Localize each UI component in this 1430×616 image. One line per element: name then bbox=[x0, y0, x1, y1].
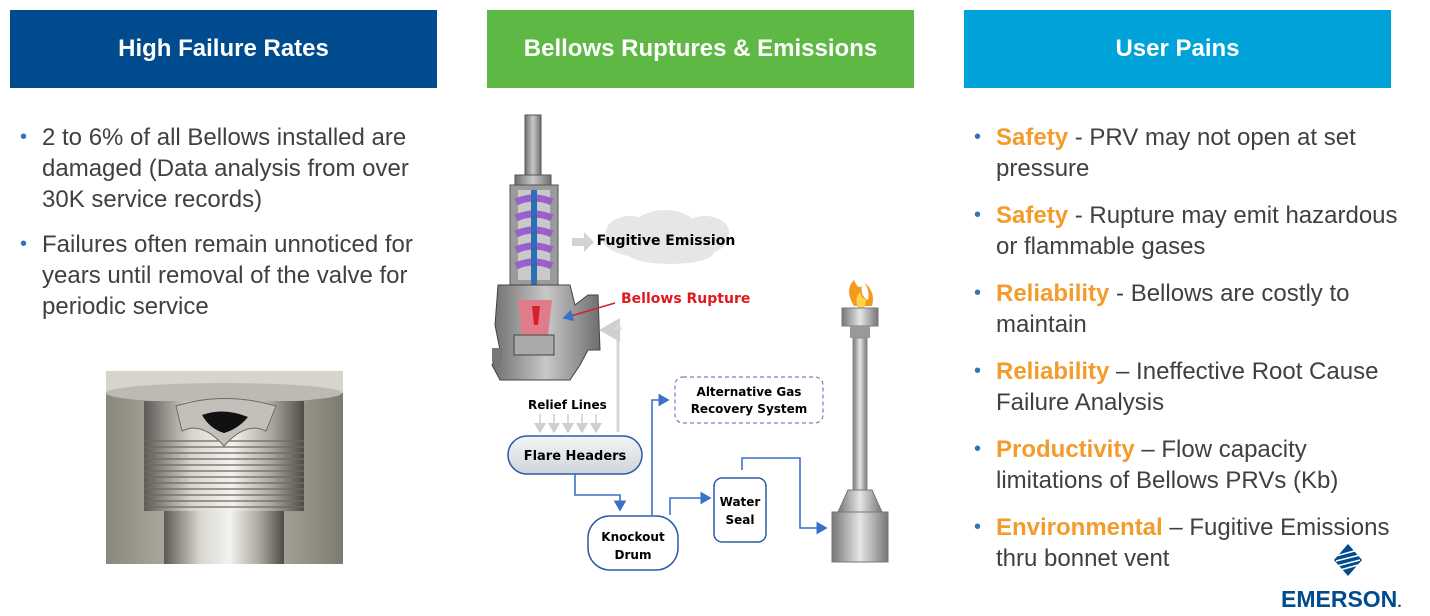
pain-keyword: Safety bbox=[996, 202, 1069, 229]
header-middle-label: Bellows Ruptures & Emissions bbox=[523, 35, 878, 62]
emerson-wordmark-text: EMERSON bbox=[1281, 586, 1397, 612]
bullet-icon: • bbox=[974, 516, 982, 538]
pain-keyword: Reliability bbox=[996, 358, 1110, 385]
pain-text: – Ineffective Root Cause Failure Analysi… bbox=[996, 358, 1379, 416]
header-left-label: High Failure Rates bbox=[118, 35, 329, 62]
bullet-icon: • bbox=[974, 360, 982, 382]
pain-text: – Fugitive Emissions thru bonnet vent bbox=[996, 514, 1390, 572]
flare-headers-label: Flare Headers bbox=[524, 449, 627, 464]
list-item: • Safety - PRV may not open at set pressu… bbox=[968, 122, 1398, 184]
list-item: • Productivity – Flow capacity limitation… bbox=[968, 434, 1398, 496]
emerson-wordmark: EMERSON. bbox=[1281, 586, 1402, 612]
water-seal-label-line2: Seal bbox=[726, 513, 755, 527]
knockout-label-line2: Drum bbox=[615, 548, 652, 562]
header-user-pains: User Pains bbox=[964, 10, 1391, 88]
bullet-icon: • bbox=[20, 126, 28, 148]
header-bellows-ruptures: Bellows Ruptures & Emissions bbox=[487, 10, 914, 88]
list-item: • Safety - Rupture may emit hazardous or … bbox=[968, 200, 1398, 262]
emerson-logo: EMERSON. bbox=[1281, 544, 1402, 612]
bullet-icon: • bbox=[974, 204, 982, 226]
pain-keyword: Environmental bbox=[996, 514, 1163, 541]
fugitive-emission-label: Fugitive Emission bbox=[597, 233, 736, 249]
flare-stack-illustration bbox=[831, 280, 889, 563]
knockout-drum-shape bbox=[587, 515, 679, 571]
alt-gas-label-line2: Recovery System bbox=[691, 402, 808, 416]
pain-keyword: Productivity bbox=[996, 436, 1135, 463]
alternative-gas-recovery-box bbox=[674, 376, 824, 424]
list-item: • Reliability - Bellows are costly to mai… bbox=[968, 278, 1398, 340]
pain-keyword: Reliability bbox=[996, 280, 1110, 307]
fugitive-emission-cloud bbox=[603, 210, 729, 264]
list-item: • Environmental – Fugitive Emissions thru… bbox=[968, 512, 1398, 574]
pain-text: - Rupture may emit hazardous or flammabl… bbox=[996, 202, 1398, 260]
bullet-icon: • bbox=[974, 126, 982, 148]
bullet-icon: • bbox=[974, 438, 982, 460]
list-item: • Reliability – Ineffective Root Cause Fa… bbox=[968, 356, 1398, 418]
bullet-icon: • bbox=[20, 233, 28, 255]
failure-bullet-list: • 2 to 6% of all Bellows installed are da… bbox=[14, 122, 434, 322]
alt-gas-label-line1: Alternative Gas bbox=[697, 385, 802, 399]
bullet-icon: • bbox=[974, 282, 982, 304]
relief-lines-label: Relief Lines bbox=[528, 398, 607, 412]
water-seal-label-line1: Water bbox=[720, 495, 761, 509]
pain-text: – Flow capacity limitations of Bellows P… bbox=[996, 436, 1339, 494]
knockout-label-line1: Knockout bbox=[601, 530, 665, 544]
pain-text: - Bellows are costly to maintain bbox=[996, 280, 1350, 338]
pain-keyword: Safety bbox=[996, 124, 1069, 151]
ruptured-bellows-photo bbox=[106, 371, 343, 564]
right-column: • Safety - PRV may not open at set pressu… bbox=[968, 122, 1398, 590]
header-high-failure-rates: High Failure Rates bbox=[10, 10, 437, 88]
water-seal-shape bbox=[713, 477, 767, 543]
left-column: • 2 to 6% of all Bellows installed are da… bbox=[14, 122, 434, 336]
bullet-text: Failures often remain unnoticed for year… bbox=[42, 231, 413, 320]
list-item: • Failures often remain unnoticed for yea… bbox=[14, 229, 434, 322]
relief-system-diagram: Fugitive Emission Bellows Rupture Relief… bbox=[491, 114, 889, 571]
list-item: • 2 to 6% of all Bellows installed are da… bbox=[14, 122, 434, 215]
emerson-wordmark-suffix: . bbox=[1397, 594, 1401, 611]
user-pains-list: • Safety - PRV may not open at set pressu… bbox=[968, 122, 1398, 574]
pain-text: - PRV may not open at set pressure bbox=[996, 124, 1356, 182]
bellows-rupture-label: Bellows Rupture bbox=[621, 291, 750, 307]
pressure-relief-valve-illustration bbox=[491, 114, 601, 381]
header-right-label: User Pains bbox=[1115, 35, 1240, 62]
bullet-text: 2 to 6% of all Bellows installed are dam… bbox=[42, 124, 409, 213]
emerson-emblem-icon bbox=[1334, 544, 1362, 576]
